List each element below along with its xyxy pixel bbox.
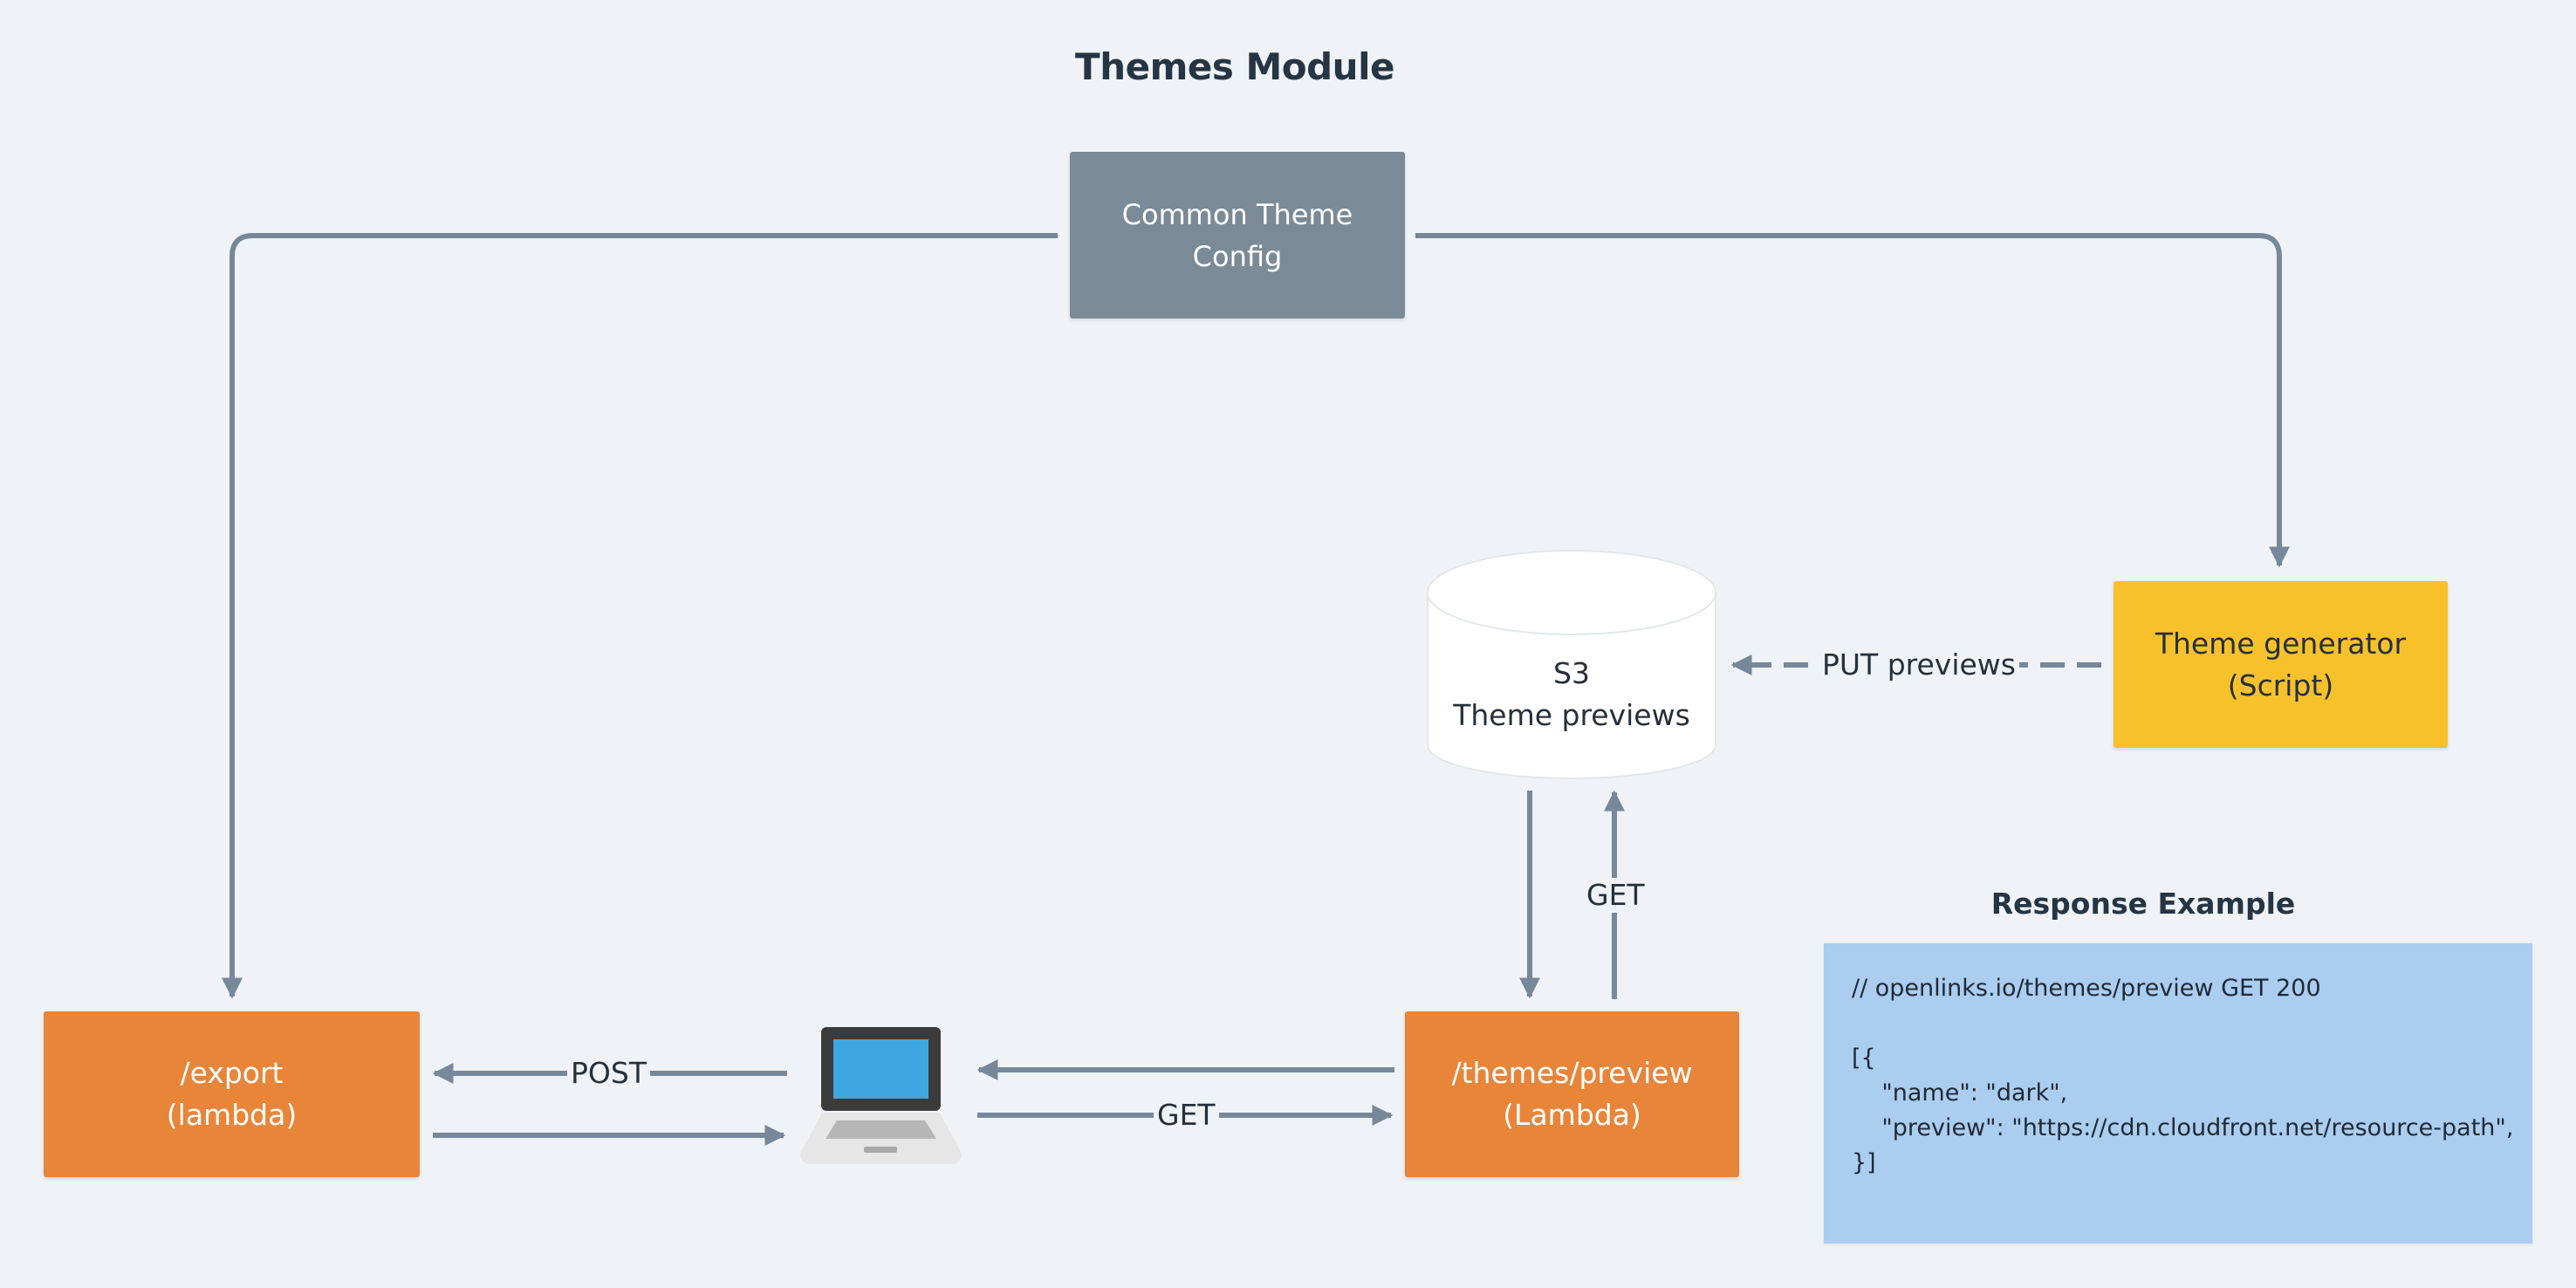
theme-generator-node: Theme generator (Script) — [2114, 581, 2448, 748]
database-cylinder-icon — [1427, 550, 1716, 779]
edge-config-to-export — [222, 233, 1058, 999]
common-theme-config-label: Common Theme Config — [1121, 197, 1353, 273]
response-example-box: // openlinks.io/themes/preview GET 200 [… — [1824, 943, 2532, 1243]
themes-preview-lambda-node: /themes/preview (Lambda) — [1405, 1011, 1739, 1177]
post-label: POST — [567, 1056, 650, 1091]
response-line: "name": "dark", — [1852, 1079, 2068, 1106]
put-previews-label: PUT previews — [1819, 647, 2019, 682]
response-line: // openlinks.io/themes/preview GET 200 — [1852, 975, 2321, 1002]
edge-config-to-generator — [1415, 233, 2290, 568]
response-line — [1852, 1006, 2504, 1041]
response-line: [{ — [1852, 1045, 1876, 1072]
export-lambda-node: /export (lambda) — [44, 1011, 420, 1177]
themes-preview-lambda-label: /themes/preview (Lambda) — [1451, 1056, 1693, 1132]
get-preview-label: GET — [1154, 1098, 1219, 1133]
export-lambda-label: /export (lambda) — [166, 1056, 298, 1132]
response-example-title: Response Example — [1990, 887, 2296, 921]
diagram-title: Themes Module — [1075, 45, 1394, 88]
laptop-icon — [800, 1027, 962, 1164]
response-line: }] — [1852, 1149, 1876, 1176]
s3-theme-previews-label: S3 Theme previews — [1453, 656, 1690, 732]
response-line: "preview": "https://cdn.cloudfront.net/r… — [1852, 1114, 2514, 1141]
theme-generator-label: Theme generator (Script) — [2155, 626, 2407, 702]
common-theme-config-node: Common Theme Config — [1070, 152, 1405, 319]
get-s3-label: GET — [1583, 878, 1648, 913]
